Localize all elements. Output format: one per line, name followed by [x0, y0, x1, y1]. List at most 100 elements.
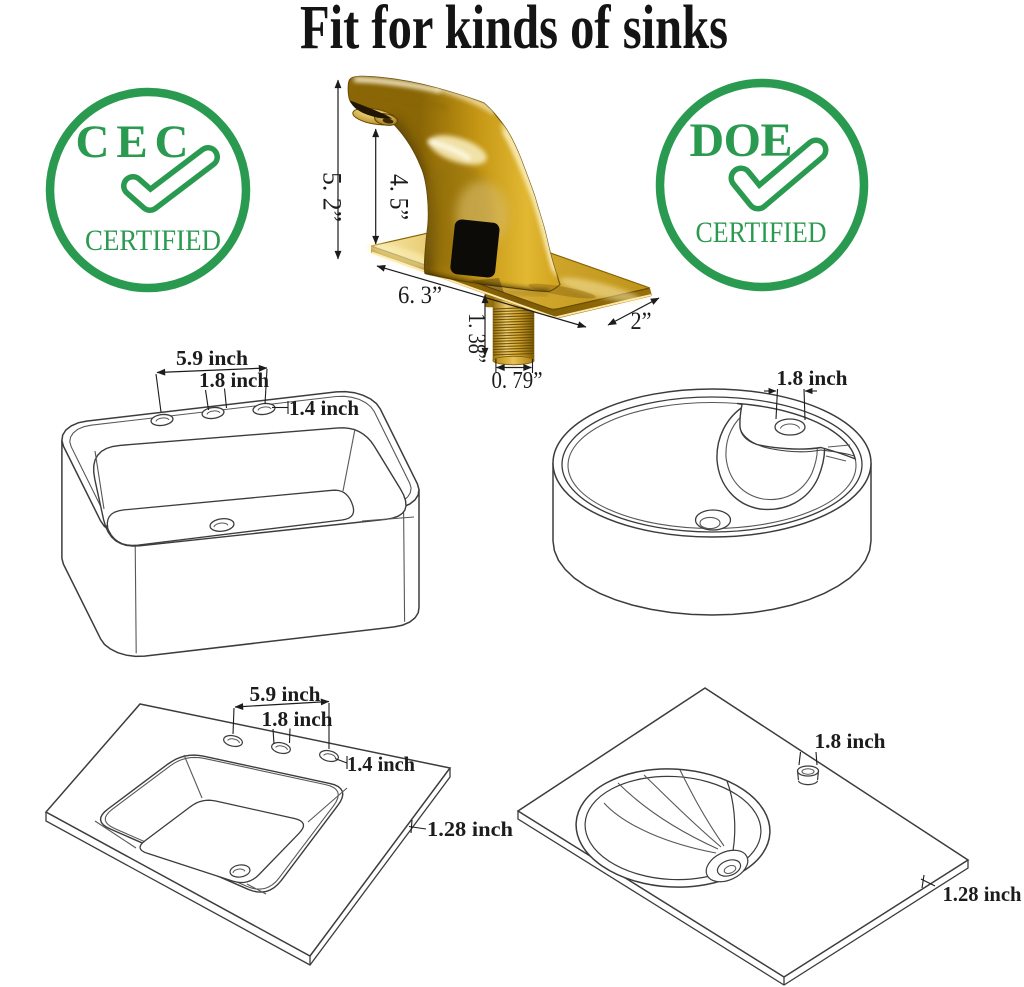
- dim-label-0-79: 0. 79”: [492, 368, 543, 394]
- sink1-ext: [264, 368, 268, 405]
- sink4-flute: [643, 774, 722, 848]
- faucet-head-underside: [350, 100, 392, 119]
- sink3-hole: [271, 741, 291, 755]
- sink1-hole: [150, 413, 174, 427]
- sink3-bowl-bottom: [139, 799, 305, 884]
- sink2-hole: [774, 418, 806, 436]
- sink2-funnel-inner: [725, 410, 818, 501]
- dim-label-4-5: 4. 5”: [385, 174, 414, 220]
- dim-line: [156, 364, 268, 376]
- faucet-aerator-hole: [382, 118, 394, 124]
- badge-left: CEC CERTIFIED: [45, 87, 251, 293]
- badge-left-acronym: CEC: [76, 116, 189, 168]
- sink1-ext: [204, 389, 210, 411]
- sink1-hole: [201, 406, 225, 420]
- dim-label-5-2: 5. 2”: [318, 172, 347, 222]
- sink-oval-dropin: 1.8 inch 1.28 inch: [516, 687, 1022, 986]
- sink3-bowl-corner: [307, 787, 348, 823]
- sink2-gap-line: [827, 444, 851, 448]
- sink3-bowl-corner: [246, 883, 267, 895]
- sink3-dim-thickness: 1.28 inch: [427, 817, 513, 841]
- sink4-hole-bottom: [797, 780, 819, 786]
- sink1-drain-inner: [213, 522, 229, 528]
- sink3-ext: [232, 707, 235, 735]
- sink3-leader: [334, 757, 348, 764]
- sink2-body-bottom: [552, 540, 872, 616]
- sink3-hole: [223, 734, 243, 748]
- sink3-slab-fill: [46, 768, 450, 965]
- sink3-bowl-corner: [94, 820, 137, 849]
- sink1-hole-inner: [257, 406, 272, 411]
- sink3-hole-inner: [275, 745, 288, 750]
- sink1-drain: [209, 518, 235, 532]
- sink2-funnel-outer: [716, 405, 826, 511]
- sink1-bowl-corner: [361, 516, 415, 522]
- sink2-rim-inner: [561, 396, 863, 533]
- sink3-hole-inner: [227, 738, 240, 743]
- sink4-dim-thickness: 1.28 inch: [943, 882, 1022, 906]
- sink1-dim-span: 5.9 inch: [176, 346, 248, 370]
- sink3-drain-inner: [232, 868, 246, 874]
- sink2-drain: [694, 509, 732, 531]
- sink1-dim-center: 1.8 inch: [199, 368, 269, 392]
- title-group: Fit for kinds of sinks: [300, 0, 728, 62]
- sink1-ext: [223, 388, 228, 409]
- badge-left-certified: CERTIFIED: [85, 224, 221, 257]
- sink3-basin-rim-inner: [104, 756, 339, 890]
- sink2-dim-hole: 1.8 inch: [777, 366, 848, 390]
- dim-line-6-3: [376, 264, 587, 329]
- sink1-bowl-corner: [342, 428, 356, 492]
- dim-label-6-3: 6. 3”: [398, 282, 442, 309]
- page-title: Fit for kinds of sinks: [300, 0, 728, 62]
- badge-left-check-icon-inner: [126, 150, 215, 208]
- sink3-bowl-corner: [183, 754, 203, 799]
- sink1-hole-inner: [155, 417, 170, 422]
- sink1-dim-side: 1.4 inch: [289, 396, 359, 420]
- sink-square-dropin: 5.9 inch 1.8 inch 1.4 inch 1.28 inch: [44, 682, 513, 966]
- sink3-dim-center: 1.8 inch: [262, 707, 333, 731]
- sink3-leader-tick: [410, 819, 413, 834]
- sink4-funnel-right: [726, 780, 736, 852]
- sink1-seam: [134, 542, 137, 654]
- sink2-deck-edge: [740, 430, 855, 457]
- dim-label-1-38: 1. 38”: [463, 313, 490, 363]
- sink4-flute: [617, 782, 719, 850]
- sink3-dim-side: 1.4 inch: [347, 752, 415, 776]
- sink3-hole: [319, 749, 339, 763]
- faucet-sensor-window: [450, 219, 500, 278]
- sink4-hole-inner: [801, 768, 815, 775]
- sink1-seam: [403, 510, 406, 622]
- sink4-flute: [603, 802, 717, 854]
- sink1-bowl-floor: [105, 489, 355, 547]
- sink4-leader-tick: [921, 874, 925, 889]
- sink1-body-bottom: [61, 558, 420, 658]
- sink4-drain-inner: [723, 865, 737, 874]
- sink3-ext: [272, 728, 275, 745]
- sink2-hole-inner: [780, 423, 800, 429]
- sink1-hole-inner: [206, 410, 221, 415]
- badge-right-certified: CERTIFIED: [696, 216, 827, 249]
- sink2-drain-inner: [699, 516, 721, 530]
- sink4-drain: [716, 859, 742, 877]
- sink4-ext: [815, 751, 818, 766]
- sink-rect-vessel: 5.9 inch 1.8 inch 1.4 inch: [61, 346, 420, 658]
- dim-line-2: [607, 297, 660, 326]
- sink2-ext: [803, 388, 806, 421]
- sink1-ext: [155, 373, 162, 413]
- sink4-basin-inner: [584, 775, 762, 881]
- sink3-hole-inner: [323, 753, 336, 758]
- sink4-dim-hole: 1.8 inch: [815, 729, 886, 753]
- badge-right-acronym: DOE: [690, 114, 793, 167]
- badge-right-check-icon-inner: [734, 143, 823, 206]
- sink-round-vessel: 1.8 inch: [552, 366, 872, 616]
- sink2-gap-line: [825, 455, 847, 462]
- sink3-ext: [288, 728, 291, 744]
- sink1-bowl-corner: [94, 450, 105, 510]
- badge-right: DOE CERTIFIED: [655, 78, 869, 292]
- sink4-flute: [679, 769, 725, 847]
- dim-label-2: 2”: [631, 308, 652, 335]
- sink3-drain: [229, 864, 251, 878]
- dim-line: [234, 698, 330, 710]
